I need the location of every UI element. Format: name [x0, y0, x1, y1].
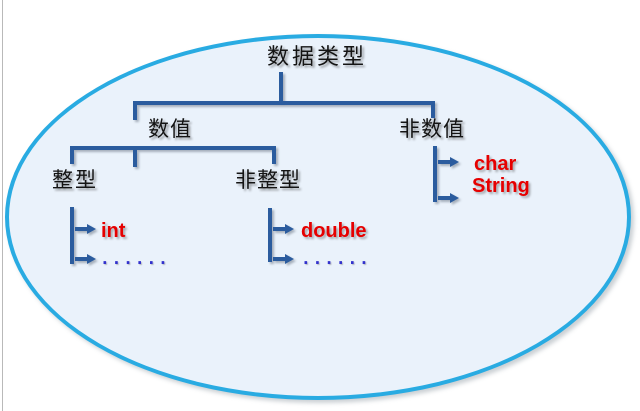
connector-numeric-horizontal — [70, 146, 276, 150]
arrow-head — [285, 254, 294, 264]
arrow-shaft — [75, 257, 87, 261]
connector-top-right-drop — [431, 105, 435, 118]
node-integer-label: 整型 — [52, 168, 98, 192]
screenshot-left-border — [2, 0, 3, 411]
arrow-head — [285, 224, 294, 234]
noninteger-ellipsis-arrow-icon — [273, 253, 294, 265]
connector-nonnumeric-vline — [433, 146, 437, 202]
string-arrow-icon — [438, 192, 459, 204]
arrow-shaft — [438, 196, 450, 200]
arrow-head — [87, 254, 96, 264]
connector-root-stem — [279, 72, 283, 102]
char-arrow-icon — [438, 156, 459, 168]
arrow-head — [87, 224, 96, 234]
arrow-shaft — [438, 160, 450, 164]
connector-numeric-right-drop — [272, 150, 276, 164]
connector-noninteger-vline — [268, 208, 272, 262]
node-nonnumeric-label: 非数值 — [399, 117, 465, 141]
leaf-char-label: char — [474, 153, 517, 175]
arrow-head — [450, 193, 459, 203]
leaf-string-label: String — [472, 175, 530, 197]
leaf-double-label: double — [301, 220, 367, 242]
node-root-label: 数据类型 — [266, 44, 367, 69]
node-noninteger-label: 非整型 — [235, 168, 301, 192]
arrow-shaft — [273, 227, 285, 231]
connector-top-left-drop — [133, 105, 137, 120]
arrow-shaft — [273, 257, 285, 261]
node-numeric-label: 数值 — [148, 117, 192, 141]
arrow-shaft — [75, 227, 87, 231]
connector-numeric-left-drop — [70, 150, 74, 164]
leaf-integer-ellipsis-label: ...... — [100, 249, 170, 268]
double-arrow-icon — [273, 223, 294, 235]
ellipse-boundary — [5, 34, 631, 400]
connector-top-horizontal — [133, 101, 435, 105]
int-arrow-icon — [75, 223, 96, 235]
arrow-head — [450, 157, 459, 167]
leaf-int-label: int — [101, 220, 126, 242]
connector-integer-vline — [70, 207, 74, 264]
connector-numeric-middle-tick — [133, 150, 137, 167]
leaf-noninteger-ellipsis-label: ...... — [301, 249, 371, 268]
integer-ellipsis-arrow-icon — [75, 253, 96, 265]
